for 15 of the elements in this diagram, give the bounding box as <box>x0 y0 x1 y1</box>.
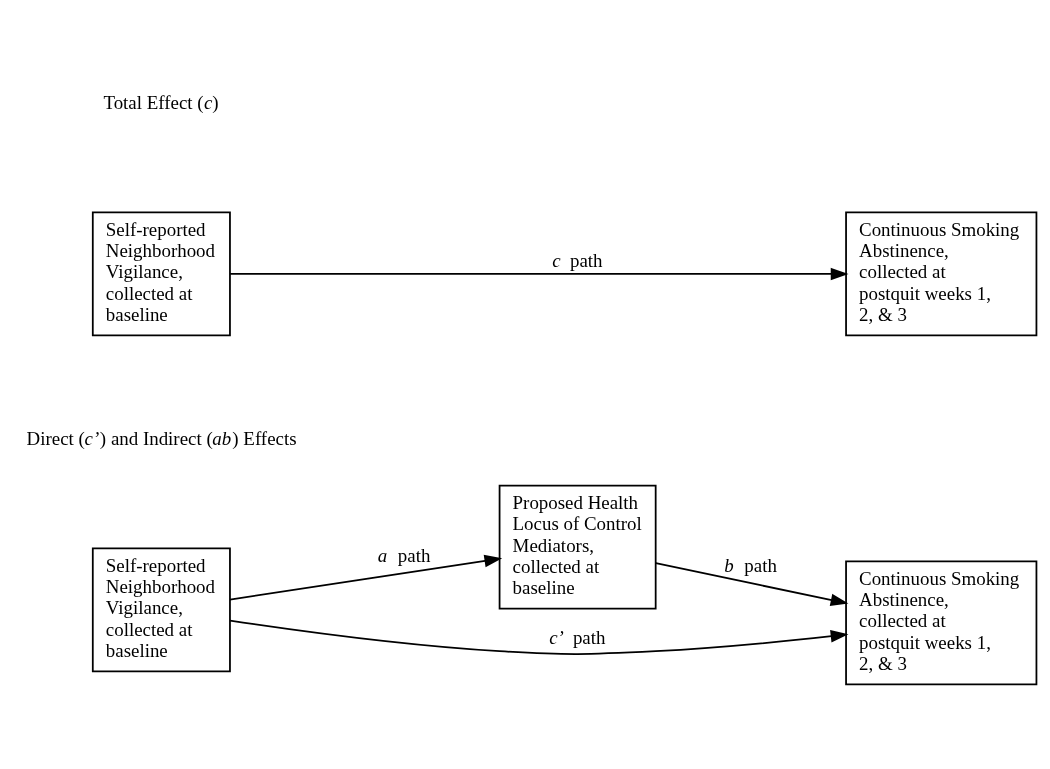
label: Direct (c’) and Indirect (ab) Effects <box>26 428 297 450</box>
arrow <box>229 619 849 655</box>
arrow <box>654 562 849 606</box>
node-box: Continuous Smoking Abstinence, collected at postquit weeks 1, 2, & 3 <box>845 560 1038 686</box>
node-box: Continuous Smoking Abstinence, collected at postquit weeks 1, 2, & 3 <box>845 211 1038 337</box>
label: Total Effect (c) <box>103 92 219 114</box>
edge-label: b path <box>724 554 777 576</box>
node-box: Self-reported Neighborhood Vigilance, collected at baseline <box>91 211 231 337</box>
edge-label: a path <box>377 545 431 567</box>
arrow <box>229 554 503 601</box>
edge-label: c’ path <box>549 626 606 648</box>
node-box: Proposed Health Locus of Control Mediators, collected at baseline <box>498 484 657 610</box>
edge-label: c path <box>552 249 603 271</box>
arrow <box>229 267 849 281</box>
node-box: Self-reported Neighborhood Vigilance, collected at baseline <box>91 547 231 673</box>
